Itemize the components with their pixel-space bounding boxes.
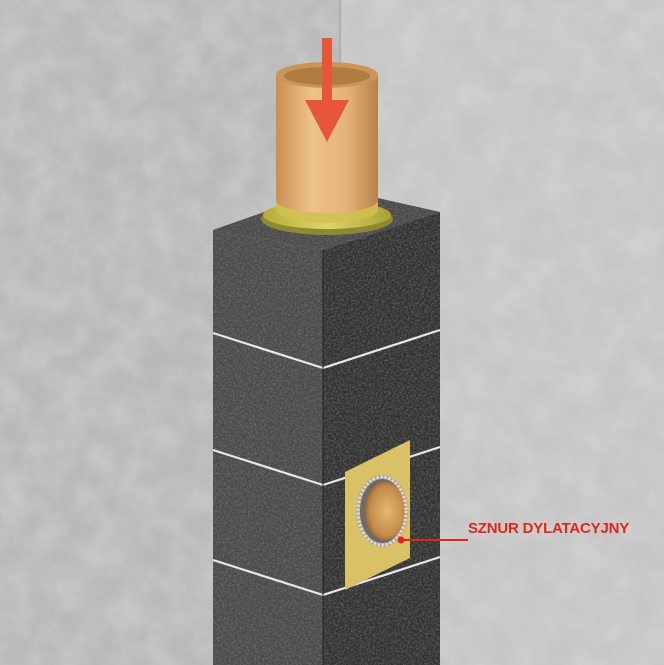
chimney-block-column (213, 188, 440, 665)
expansion-cord-label: SZNUR DYLATACYJNY (468, 520, 629, 537)
